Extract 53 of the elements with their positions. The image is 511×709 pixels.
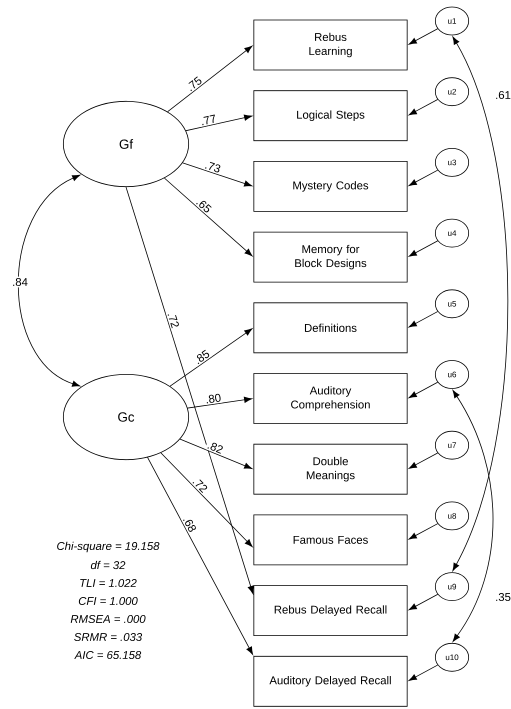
arrow [408,240,438,257]
arrow [187,396,252,408]
arrow [408,664,438,681]
fit-statistic: df = 32 [90,560,126,570]
measure-box: Rebus Learning [253,20,408,70]
measure-box: Auditory Comprehension [253,373,408,424]
measure-box: Auditory Delayed Recall [253,656,408,707]
measure-box: Mystery Codes [253,161,408,212]
edge-label: .35 [494,592,511,602]
arrow [18,174,80,387]
arrow [186,114,252,132]
arrow [160,452,253,548]
edge-label: .72 [166,310,182,330]
edge-label: .72 [190,474,210,496]
arrow [170,328,252,387]
arrow [408,170,438,186]
arrow [408,594,438,610]
fit-statistic: Chi-square = 19.158 [57,542,160,552]
arrow [408,382,438,398]
arrow [408,311,438,328]
arrow [180,438,252,469]
measure-box: Double Meanings [253,444,408,495]
edge-label: .84 [10,276,30,288]
measure-box: Definitions [253,302,408,354]
arrow [408,99,438,116]
fit-statistic: AIC = 65.158 [74,651,142,659]
arrow [147,457,254,655]
measure-box: Logical Steps [253,90,408,142]
arrow [182,162,252,186]
fit-statistic: SRMR = .033 [74,633,142,641]
edge-label: .61 [494,90,511,100]
edge-label: .73 [202,158,224,175]
arrow [408,452,438,469]
edge-label: .82 [204,438,226,456]
edge-label: .80 [203,392,224,406]
arrow [408,28,438,45]
edge-label: .65 [193,195,214,216]
arrow [164,178,253,256]
arrow [452,390,494,642]
measure-box: Memory for Block Designs [253,232,408,282]
edge-label: .68 [180,514,199,535]
measure-box: Rebus Delayed Recall [253,585,408,636]
arrow [408,523,438,540]
arrow [452,36,508,572]
fit-statistic: TLI = 1.022 [80,579,137,587]
fit-statistic: CFI = 1.000 [78,597,138,605]
edge-label: .77 [198,112,218,128]
arrow [167,46,252,112]
fit-statistic: RMSEA = .000 [70,615,146,623]
edge-label: .75 [184,74,205,94]
measure-box: Famous Faces [253,514,408,566]
arrow [126,186,254,594]
edge-label: .85 [191,347,212,367]
